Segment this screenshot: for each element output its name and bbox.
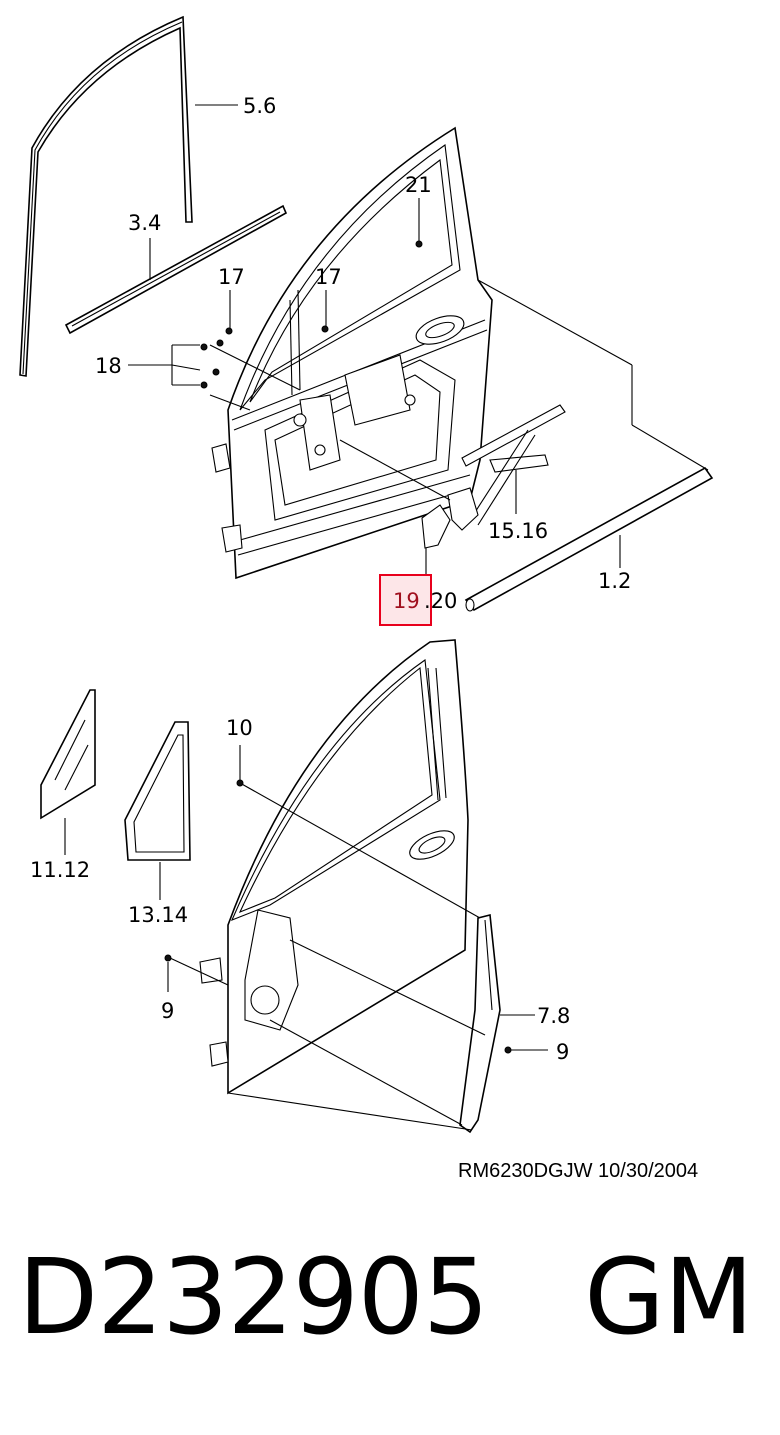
callout-13-14: 13.14 [128,903,188,927]
callout-9-left: 9 [161,999,174,1023]
part-13-14-quarter-seal [124,721,191,900]
upper-door-shell [211,126,493,580]
callout-21: 21 [405,173,432,197]
drawing-stamp: RM6230DGJW 10/30/2004 [458,1160,698,1182]
part-3-4-belt-moulding [64,204,288,335]
part-15-16-regulator [461,404,566,526]
callout-labels: 5.6 3.4 21 17 17 18 15.16 1.2 19 .20 10 … [30,94,631,1064]
callout-1-2: 1.2 [598,569,631,593]
part-number-line: D232905 GM [18,1245,754,1349]
callout-17-right: 17 [315,265,342,289]
fasteners-lower [164,779,512,1054]
callout-20: .20 [424,589,457,613]
part-19-20-motor [339,439,479,585]
guide-lines-upper [128,198,709,471]
callout-9-right: 9 [556,1040,569,1064]
callout-7-8: 7.8 [537,1004,570,1028]
part-7-8-run-channel [459,914,535,1134]
part-11-12-glass [40,689,96,855]
lower-door-shell [199,639,469,1095]
callout-15-16: 15.16 [488,519,548,543]
part-5-6-frame-moulding [19,15,238,377]
part-number: D232905 [18,1236,489,1358]
guide-lines-lower [167,745,548,1131]
callout-19-highlighted: 19 [393,589,420,613]
callout-18: 18 [95,354,122,378]
part-1-2-weatherstrip [464,466,714,612]
callout-10: 10 [226,716,253,740]
highlight-box [379,574,432,626]
fasteners-upper [200,240,423,389]
callout-17-left: 17 [218,265,245,289]
callout-11-12: 11.12 [30,858,90,882]
brand: GM [584,1236,753,1358]
callout-3-4: 3.4 [128,211,161,235]
callout-5-6: 5.6 [243,94,276,118]
